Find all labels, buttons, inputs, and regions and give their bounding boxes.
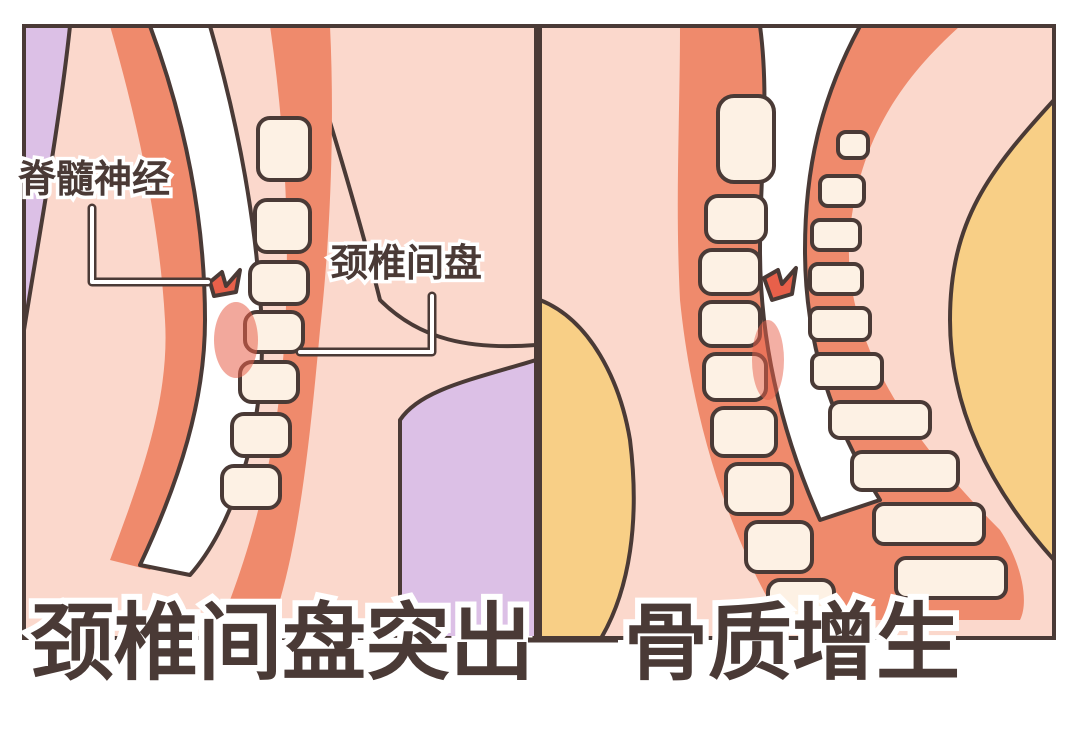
vertebra: [256, 116, 312, 182]
left-nerve-pain-mark: [208, 268, 242, 298]
label-intervertebral-disc: 颈椎间盘: [330, 241, 482, 285]
vertebra: [744, 520, 814, 574]
vertebra: [253, 198, 312, 254]
title-bone-spur: 骨质增生: [624, 594, 960, 692]
spinous-process: [836, 130, 870, 160]
spinous-process: [808, 262, 864, 296]
vertebra: [710, 406, 778, 458]
right-panel-frame: [538, 24, 1056, 640]
left-purple-background-left: [24, 26, 72, 332]
right-spinal-canal: [758, 26, 882, 522]
left-herniation-inflammation: [214, 302, 258, 378]
label-spinal-nerve: 脊髓神经: [18, 157, 170, 201]
right-panel-bone-spur: [538, 24, 1056, 640]
vertebra: [248, 260, 310, 306]
right-vertebrae-bodies: [698, 94, 836, 632]
left-panel-disc-herniation: [22, 24, 538, 640]
left-purple-background-right: [398, 358, 536, 638]
left-panel-frame: [22, 24, 538, 640]
spinous-process: [808, 306, 872, 342]
vertebra: [704, 194, 768, 244]
vertebra: [230, 412, 292, 458]
vertebra: [698, 300, 762, 348]
spinous-process: [810, 218, 862, 252]
callout-spinal-nerve: 脊髓神经: [15, 154, 213, 287]
vertebra: [716, 94, 776, 184]
right-yellow-background-right: [948, 98, 1054, 562]
vertebra: [220, 464, 282, 510]
right-yellow-background-left: [540, 298, 636, 638]
vertebra: [238, 360, 300, 404]
title-disc-herniation: 颈椎间盘突出: [30, 594, 534, 692]
vertebra: [766, 578, 836, 632]
vertebra: [698, 248, 762, 296]
spinous-process: [810, 352, 884, 390]
spinous-process: [828, 400, 932, 440]
spinous-process: [872, 502, 986, 546]
spinous-process: [850, 450, 960, 492]
right-nerve-pain-mark: [762, 266, 798, 302]
right-spinous-processes: [808, 130, 1008, 600]
callout-intervertebral-disc: 颈椎间盘: [295, 238, 486, 357]
right-spur-inflammation: [752, 320, 784, 400]
vertebra: [724, 462, 794, 516]
spinous-process: [894, 556, 1008, 600]
spinous-process: [818, 174, 866, 208]
